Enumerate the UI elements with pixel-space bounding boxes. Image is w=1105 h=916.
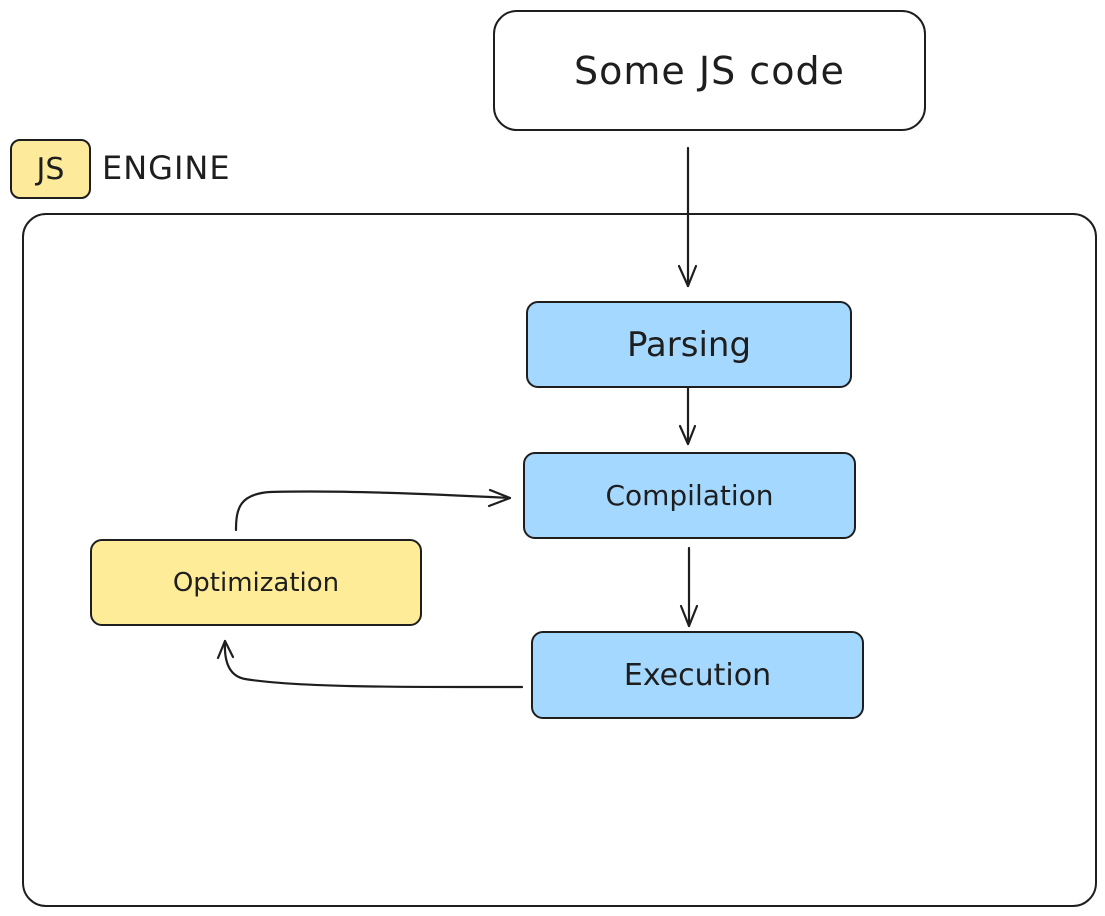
optimization-stage: Optimization	[90, 539, 422, 626]
execution-stage: Execution	[531, 631, 864, 719]
compilation-stage: Compilation	[523, 452, 856, 539]
engine-label: ENGINE	[102, 149, 231, 187]
engine-container	[22, 213, 1097, 907]
compilation-label: Compilation	[605, 479, 774, 512]
source-code-box: Some JS code	[493, 10, 926, 131]
js-badge-label: JS	[36, 151, 65, 187]
source-code-label: Some JS code	[574, 48, 845, 93]
js-badge: JS	[10, 139, 91, 199]
execution-label: Execution	[623, 657, 772, 693]
parsing-stage: Parsing	[526, 301, 852, 388]
optimization-label: Optimization	[172, 567, 340, 598]
parsing-label: Parsing	[626, 324, 752, 365]
